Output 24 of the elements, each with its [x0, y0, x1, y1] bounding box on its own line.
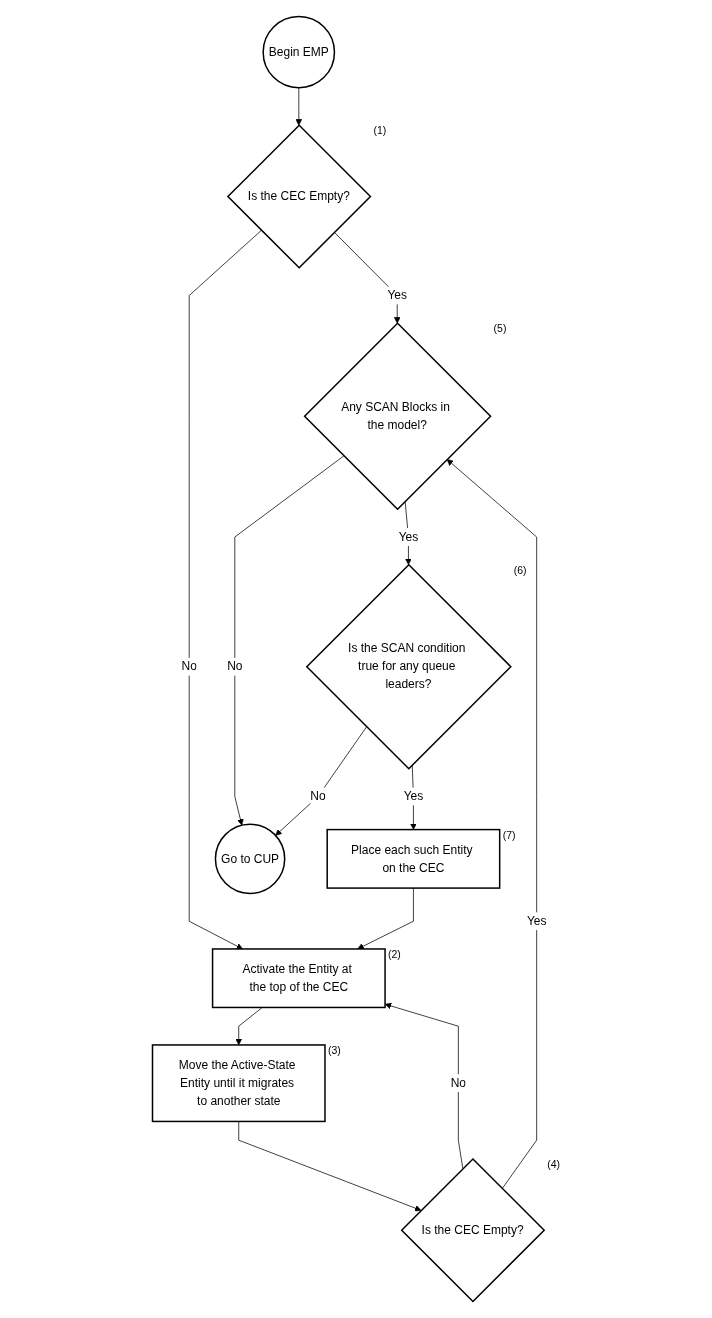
edge-label: No — [310, 789, 326, 803]
node-label: Is the CEC Empty? — [247, 189, 350, 203]
edge-label: No — [226, 660, 243, 673]
step-number: (3) — [327, 1044, 341, 1056]
step-number: (5) — [493, 323, 507, 335]
edge-label: No — [181, 660, 197, 673]
step-number: (4) — [546, 1158, 560, 1170]
node-label: Activate the Entity at the top of the CEC — [242, 962, 352, 994]
node-label: Is the CEC Empty? — [421, 1223, 524, 1237]
step-number: (6) — [513, 564, 527, 576]
node-label: Go to CUP — [220, 852, 279, 865]
node-label: Any SCAN Blocks in the model? — [340, 400, 450, 432]
edge-label: Yes — [387, 288, 407, 302]
node-label: Move the Active-State Entity until it migrates to another state — [178, 1058, 296, 1108]
step-number: (1) — [373, 125, 386, 137]
node-label: Is the SCAN condition true for any queue leaders? — [347, 642, 466, 691]
step-number: (7) — [502, 829, 516, 841]
node-label: Place each such Entity on the CEC — [350, 843, 473, 874]
step-number: (2) — [387, 949, 401, 960]
edge-label: Yes — [398, 530, 418, 544]
edge-label: Yes — [526, 914, 547, 928]
node-label: Begin EMP — [268, 45, 329, 59]
edge-label: Yes — [403, 789, 423, 803]
edge-label: No — [450, 1076, 466, 1090]
